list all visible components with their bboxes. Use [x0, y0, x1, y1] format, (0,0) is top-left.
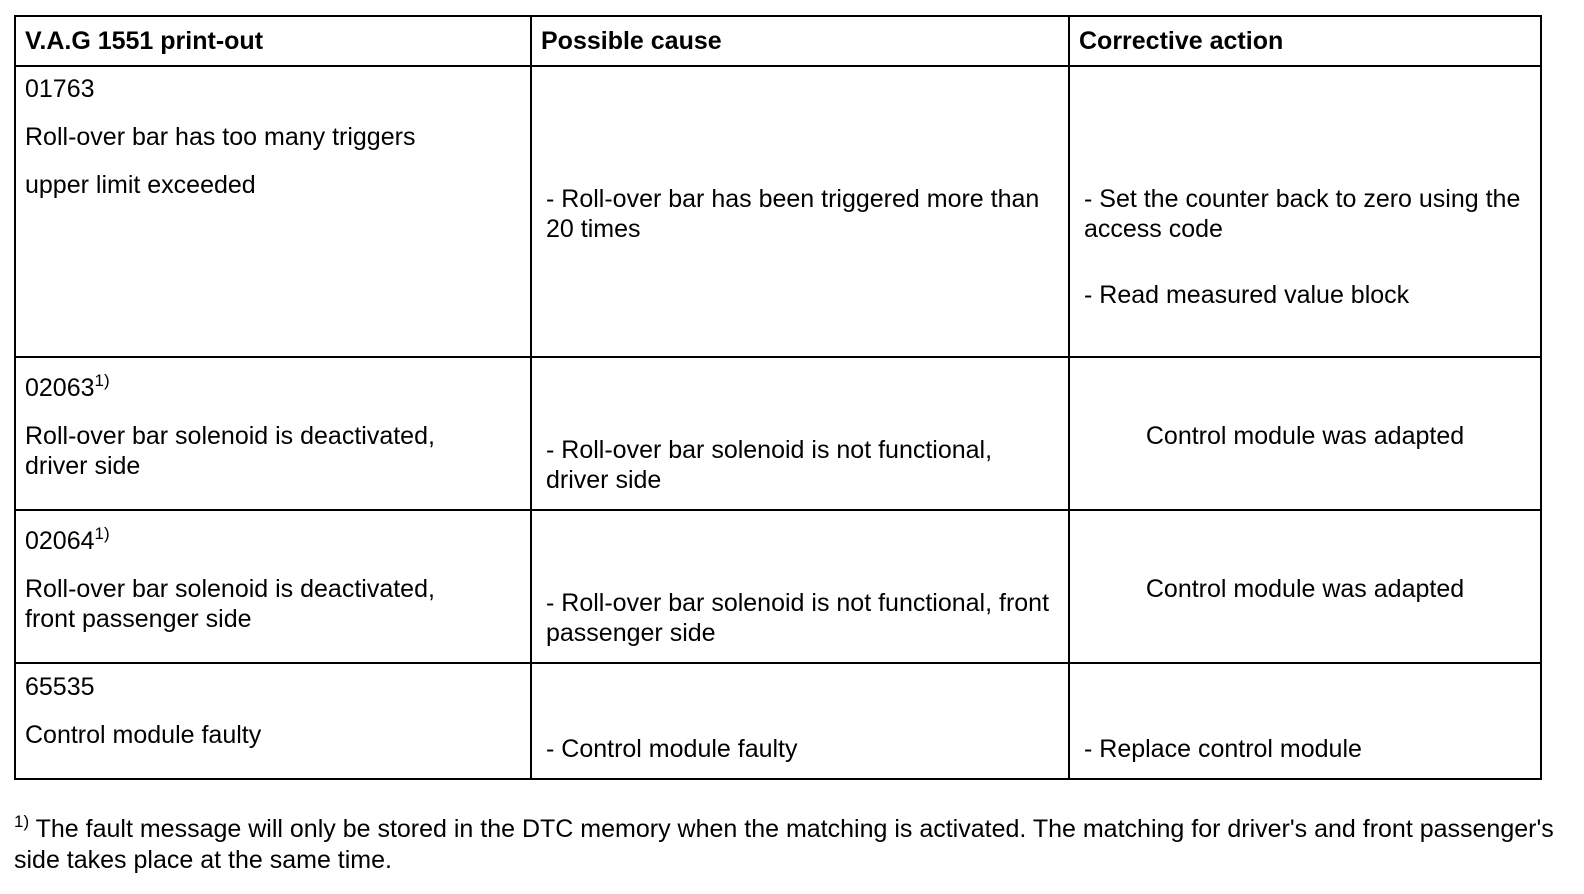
possible-cause-cell: - Roll-over bar has been triggered more … — [530, 65, 1070, 358]
footnote: 1) The fault message will only be stored… — [14, 812, 1554, 876]
fault-code: 020641) — [25, 524, 110, 555]
possible-cause: - Roll-over bar has been triggered more … — [546, 185, 1040, 243]
possible-cause-cell: - Roll-over bar solenoid is not function… — [530, 509, 1070, 664]
corrective-action-cell: Control module was adapted — [1068, 509, 1542, 664]
fault-description-line: Roll-over bar has too many triggers — [25, 123, 416, 151]
fault-description: Roll-over bar solenoid is deactivated, d… — [25, 422, 435, 480]
printout-cell: 01763 Roll-over bar has too many trigger… — [14, 65, 532, 358]
header-possible-cause: Possible cause — [530, 15, 1070, 67]
fault-code: 020631) — [25, 371, 110, 402]
possible-cause-cell: - Control module faulty — [530, 662, 1070, 780]
fault-description: Roll-over bar solenoid is deactivated, f… — [25, 575, 435, 633]
footnote-marker: 1) — [94, 371, 110, 390]
printout-cell: 020641) Roll-over bar solenoid is deacti… — [14, 509, 532, 664]
footnote-text: The fault message will only be stored in… — [14, 815, 1554, 874]
table-row: 65535 Control module faulty - Control mo… — [14, 662, 1542, 780]
fault-description-line: upper limit exceeded — [25, 171, 256, 199]
corrective-action: - Replace control module — [1084, 735, 1362, 763]
printout-cell: 020631) Roll-over bar solenoid is deacti… — [14, 356, 532, 511]
table-row: 020641) Roll-over bar solenoid is deacti… — [14, 509, 1542, 664]
corrective-action: - Set the counter back to zero using the… — [1084, 185, 1521, 243]
table-row: 01763 Roll-over bar has too many trigger… — [14, 65, 1542, 358]
fault-code: 65535 — [25, 673, 95, 701]
table-row: 020631) Roll-over bar solenoid is deacti… — [14, 356, 1542, 511]
possible-cause: - Roll-over bar solenoid is not function… — [546, 589, 1050, 647]
possible-cause: - Control module faulty — [546, 735, 798, 763]
corrective-action: Control module was adapted — [1145, 575, 1465, 603]
corrective-action: - Read measured value block — [1084, 281, 1410, 309]
corrective-action: Control module was adapted — [1145, 422, 1465, 450]
header-corrective-action: Corrective action — [1068, 15, 1542, 67]
corrective-action-cell: Control module was adapted — [1068, 356, 1542, 511]
fault-description: Control module faulty — [25, 721, 262, 749]
fault-code: 01763 — [25, 75, 95, 103]
header-printout: V.A.G 1551 print-out — [14, 15, 532, 67]
table-header-row: V.A.G 1551 print-out Possible cause Corr… — [14, 15, 1542, 67]
corrective-action-cell: - Set the counter back to zero using the… — [1068, 65, 1542, 358]
dtc-table: V.A.G 1551 print-out Possible cause Corr… — [14, 15, 1542, 780]
footnote-marker: 1) — [14, 812, 30, 831]
possible-cause-cell: - Roll-over bar solenoid is not function… — [530, 356, 1070, 511]
printout-cell: 65535 Control module faulty — [14, 662, 532, 780]
corrective-action-cell: - Replace control module — [1068, 662, 1542, 780]
footnote-marker: 1) — [94, 524, 110, 543]
possible-cause: - Roll-over bar solenoid is not function… — [546, 436, 993, 494]
